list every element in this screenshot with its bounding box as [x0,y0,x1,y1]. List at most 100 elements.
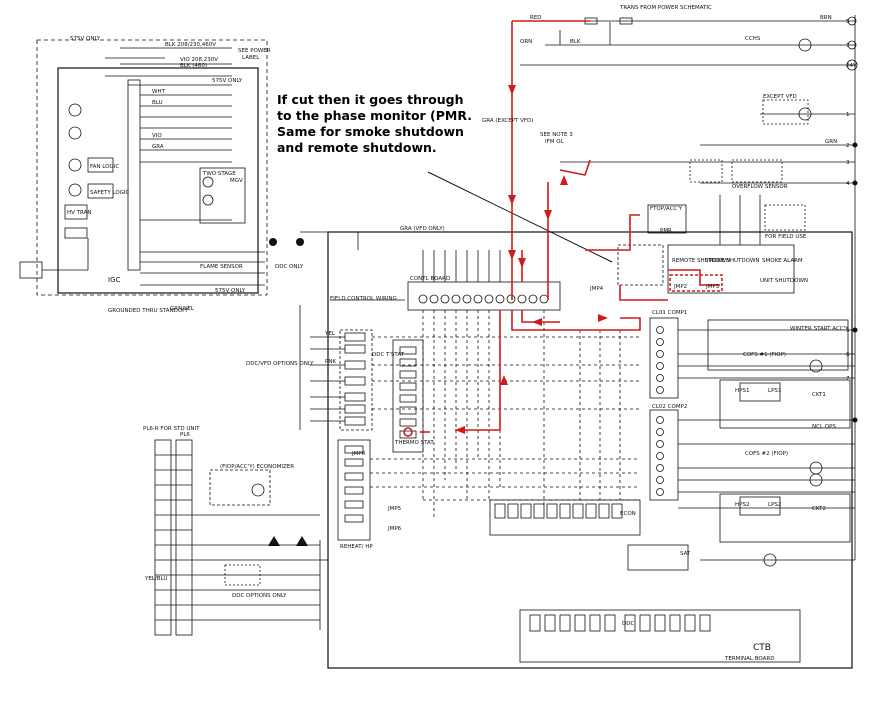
label-for-field: FOR FIELD USE [765,234,807,240]
right-terminal-label: 7 [846,376,850,382]
pl6-pins [155,454,192,621]
ddc-tstat-box [339,329,373,431]
wire-code-label: PNK [325,359,336,365]
wire-code-label: VIO [152,133,162,139]
label-hps1: HPS1 [735,388,749,394]
label-economizer: (FIOP/ACC'Y) ECONOMIZER [220,464,294,470]
wire-code-label: ORN [520,39,532,45]
label-ncl-ops: NCL OPS [812,424,836,430]
label-thermo: THERMO STAT [394,440,434,446]
wire-code-label: WHT [152,89,166,95]
label-pl6: PL6 [180,432,190,438]
label-pl6r: PL6-R FOR STD UNIT [143,426,200,432]
label-see-note: SEE NOTE 3 [540,132,573,138]
wire-code-label: GRN [825,139,837,145]
note-line-2: to the phase monitor (PMR. [277,108,472,123]
internal-dashed-wires [370,310,640,520]
label-ftop-acc: FTOP/ACC'Y [650,206,683,212]
label-yel-blu: YEL/BLU [144,576,167,582]
econ-connector [489,499,641,536]
label-ddc-vfd: DDC/VFD OPTIONS ONLY [246,361,314,367]
label-ddc-opt: DDC OPTIONS ONLY [232,593,287,599]
right-terminal-label: 2 [846,143,850,149]
label-jmp3: JMP3 [705,284,720,290]
label-terminal-board: TERMINAL BOARD [724,656,774,662]
label-ckt1: CKT1 [812,392,826,398]
label-trans: TRANS FROM POWER SCHEMATIC [619,5,712,11]
fan-logic-box [87,157,114,173]
label-econ: ECON [620,511,636,517]
label-jmp4: JMP4 [589,286,604,292]
label-field-wiring: FIELD CONTROL WIRING [330,296,397,302]
cl02-box [649,409,679,501]
safety-logic-box [87,183,114,199]
igc-outer-box [36,39,268,296]
label-smoke-shutdown: SMOKE SHUTDOWN [705,258,760,264]
ckt2-box [719,493,851,543]
label-jmpr: JMPR [351,451,366,457]
wire-code-label: GRA [152,144,164,150]
ctb-terminals [529,614,711,632]
note-line-1: If cut then it goes through [277,92,464,107]
right-terminal-label: 24V [846,63,857,69]
cl01-box [649,317,679,399]
right-terminal-label: 5 [846,328,850,334]
label-see-power: SEE POWER [238,48,271,54]
wire-code-label: BLU [152,100,163,106]
hv-tran-box [64,204,88,220]
label-ddc-only: DDC ONLY [275,264,304,270]
control-board-pins [418,294,549,304]
label-grounded: GROUNDED THRU STANDOFF [108,308,189,314]
label-lps1: LPS1 [768,388,781,394]
igc-board [57,67,259,294]
label-fan-logic: FAN LOGIC [90,164,119,170]
label-sat: SAT [680,551,691,557]
right-terminal-label: 7 [846,43,850,49]
label-ifm-ol: IFM OL [545,139,565,145]
label-v575-mid: 575V ONLY [212,78,243,84]
label-cont-board: CONTL BOARD [410,276,450,282]
j2-connector [127,79,141,271]
cl-pins [656,326,664,496]
pl6-connector [175,439,193,636]
wire-code-label: BRN [820,15,832,21]
label-v575-top: 575V ONLY [70,36,101,42]
winter-start-box [707,319,849,371]
note-line-4: and remote shutdown. [277,140,437,155]
annotation-note: If cut then it goes through to the phase… [277,92,472,156]
label-smoke-alarm: SMOKE ALARM [762,258,803,264]
note-line-3: Same for smoke shutdown [277,124,464,139]
right-terminal-label: 1 [846,112,850,118]
label-ckt2: CKT2 [812,506,826,512]
reheat-pins [344,445,364,523]
label-flame-sensor: FLAME SENSOR [200,264,243,270]
label-lps2: LPS2 [768,502,781,508]
label-hv-tran: HV TRAN [67,210,91,216]
label-two-stage: TWO STAGE [202,171,236,177]
economizer-box [209,469,271,506]
shutdown-box [667,244,795,294]
label-winter: WINTER START ACC'Y [790,326,849,332]
label-jmp2: JMP2 [673,284,687,290]
reheat-hp-box [337,439,371,541]
ckt1-box [719,379,851,429]
label-cchs: CCHS [745,36,761,42]
label-cl01: CL01 COMP1 [652,310,687,316]
ctb-board [519,609,801,663]
control-board [407,281,561,311]
label-cofs: COFS #1 (FIOP) [743,352,786,358]
tstat-pins [344,332,366,426]
label-label: LABEL [242,55,260,61]
label-ddc: DDC [622,621,634,627]
wire-code-label: RED [530,15,542,21]
label-unit-shutdown: UNIT SHUTDOWN [760,278,808,284]
hs-box [19,261,43,279]
thermostat-pins [399,346,417,439]
label-cl02: CL02 COMP2 [652,404,687,410]
label-reheat: REHEAT/ HP [340,544,373,550]
label-igc: IGC [108,276,120,284]
label-grn-yel: GRN/YEL [170,306,195,312]
econ-pins [494,503,623,519]
label-voltage2: VIO 208,230V [180,57,218,63]
